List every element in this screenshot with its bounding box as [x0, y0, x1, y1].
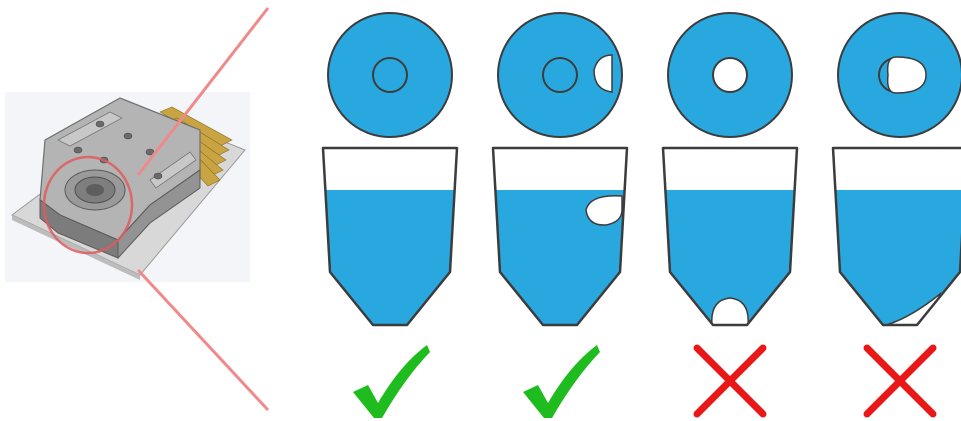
cross-stroke	[693, 344, 767, 418]
check-mark-icon	[523, 345, 600, 418]
liquid-group	[323, 190, 457, 325]
liquid-group	[663, 190, 797, 325]
outlet-ring	[542, 57, 578, 93]
funnel-outline	[661, 146, 799, 327]
callout-line-upper	[136, 7, 270, 176]
liquid-fill	[323, 190, 457, 325]
cross-mark-icon	[693, 344, 767, 418]
device-render	[5, 92, 250, 282]
board-edge	[12, 215, 140, 280]
housing-ridge	[149, 151, 197, 189]
scenario-1	[321, 12, 459, 418]
scenario-columns	[321, 12, 961, 418]
top-view-bubble	[712, 57, 748, 93]
outlet-ring	[372, 57, 408, 93]
highlight-circle	[42, 155, 134, 255]
chamber-outlet	[86, 184, 104, 196]
side-view-bubble	[711, 297, 749, 325]
liquid-group	[493, 190, 627, 325]
scenario-4	[831, 12, 961, 418]
check-mark-icon	[353, 345, 430, 418]
top-view-bubble	[593, 54, 613, 93]
cross-mark-icon	[863, 344, 937, 418]
funnel-outline	[321, 146, 459, 327]
liquid-fill	[833, 190, 961, 325]
liquid-group	[833, 190, 961, 325]
side-view-bubble	[585, 195, 623, 226]
housing-side-right	[117, 169, 201, 260]
funnel-outline	[831, 146, 961, 327]
top-view-bubble	[886, 56, 927, 94]
callout-line-lower	[136, 268, 270, 412]
scenario-2	[491, 12, 629, 418]
cross-stroke	[863, 344, 937, 418]
top-view-disk	[327, 12, 453, 138]
scenario-3	[661, 12, 799, 418]
housing-ridge	[57, 111, 123, 147]
top-view-disk	[497, 12, 623, 138]
funnel-outline	[491, 146, 629, 327]
